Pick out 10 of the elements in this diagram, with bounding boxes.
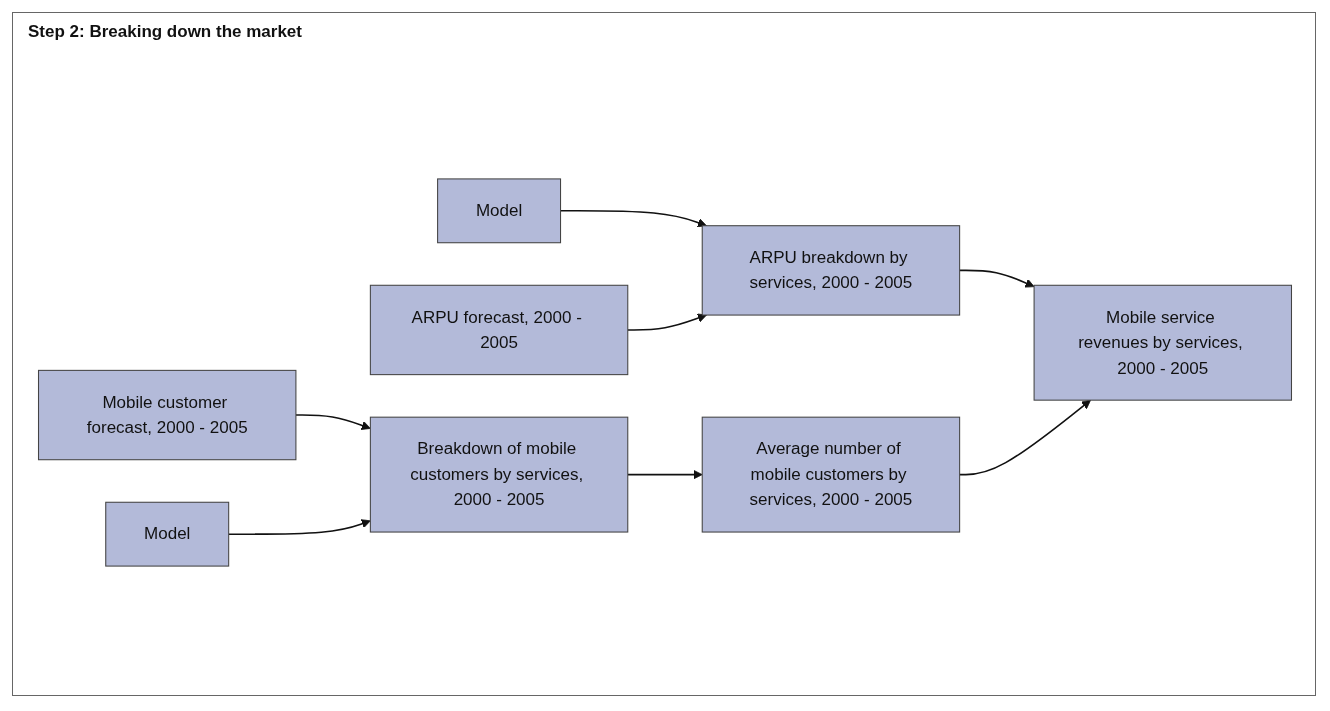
node-box: Mobile customer forecast, 2000 - 2005 xyxy=(38,369,297,461)
node-box: Model xyxy=(105,501,230,567)
node-box: Model xyxy=(437,178,562,244)
arrow xyxy=(295,414,371,430)
node-box: ARPU forecast, 2000 - 2005 xyxy=(369,284,629,376)
node-box: Mobile service revenues by services, 2000 - 2005 xyxy=(1033,284,1292,401)
diagram-title: Step 2: Breaking down the market xyxy=(28,22,302,42)
node-box: Breakdown of mobile customers by services, 2000 - 2005 xyxy=(369,416,629,533)
node-box: Average number of mobile customers by services, 2000 - 2005 xyxy=(701,416,961,533)
node-box: ARPU breakdown by services, 2000 - 2005 xyxy=(701,225,961,316)
